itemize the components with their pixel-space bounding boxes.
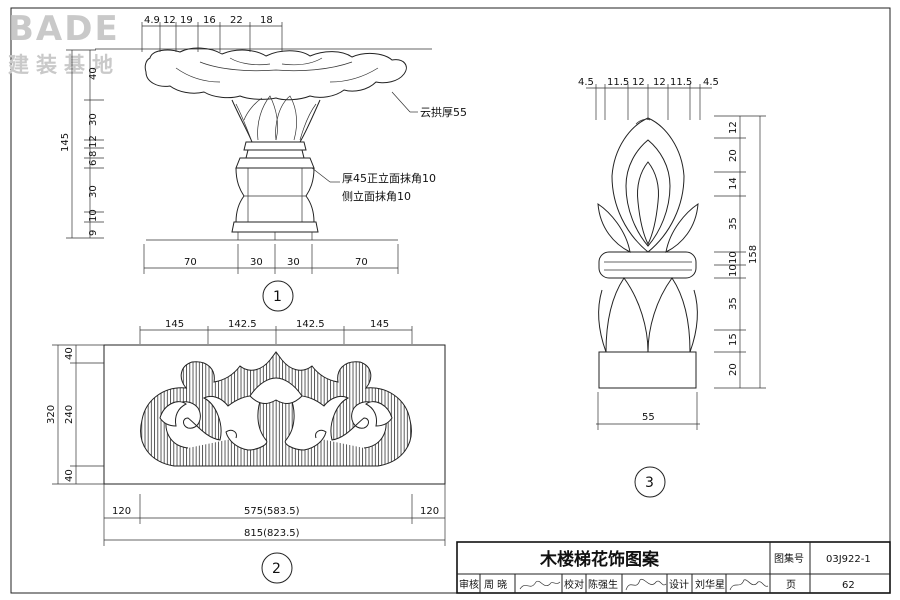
review-signature xyxy=(519,580,561,590)
dim-text: 145 xyxy=(370,319,389,330)
dim-text: 145 xyxy=(60,133,71,152)
dim-text: 35 xyxy=(728,297,739,310)
sheet-border xyxy=(10,7,891,594)
dim-text: 16 xyxy=(203,15,216,26)
page-label: 页 xyxy=(786,579,796,591)
dim-text: 40 xyxy=(64,469,75,482)
dim-text: 35 xyxy=(728,217,739,230)
check-label: 校对 xyxy=(564,578,584,591)
dim-text: 20 xyxy=(728,149,739,162)
watermark-brand: BADE xyxy=(8,9,120,49)
detail-3-marker: 3 xyxy=(645,475,654,491)
dim-text: 12 xyxy=(632,77,645,88)
detail-1-marker: 1 xyxy=(273,289,282,305)
dim-text: 18 xyxy=(260,15,273,26)
dim-text: 55 xyxy=(642,412,655,423)
detail-1-baluster-top: 4.9 12 19 16 22 18 40 145 30 12 8 6 30 1… xyxy=(60,15,467,312)
dim-text: 12 xyxy=(88,135,99,148)
dim-text: 120 xyxy=(112,506,131,517)
dim-text: 40 xyxy=(64,347,75,360)
watermark-logo: BADE 建装基地 xyxy=(8,9,120,77)
dim-text: 575(583.5) xyxy=(244,506,300,517)
dim-text: 30 xyxy=(250,257,263,268)
dim-text: 19 xyxy=(180,15,193,26)
design-name: 刘华星 xyxy=(695,578,725,591)
dim-text: 9 xyxy=(88,230,99,236)
dim-text: 8 xyxy=(88,151,99,157)
dim-text: 11.5 xyxy=(670,77,692,88)
dim-text: 240 xyxy=(64,405,75,424)
dim-text: 10 xyxy=(88,209,99,222)
dim-text: 4.5 xyxy=(703,77,719,88)
dim-text: 4.5 xyxy=(578,77,594,88)
dim-text: 142.5 xyxy=(228,319,257,330)
watermark-subtitle: 建装基地 xyxy=(8,53,120,77)
note-cloud-thickness: 云拱厚55 xyxy=(420,105,467,119)
detail-2-marker: 2 xyxy=(272,561,281,577)
dim-text: 815(823.5) xyxy=(244,528,300,539)
dim-text: 14 xyxy=(728,177,739,190)
dim-text: 30 xyxy=(287,257,300,268)
dim-text: 145 xyxy=(165,319,184,330)
dim-text: 4.9 xyxy=(144,15,160,26)
atlas-label: 图集号 xyxy=(774,552,804,565)
check-name: 陈强生 xyxy=(588,578,618,591)
dim-text: 15 xyxy=(728,333,739,346)
dim-text: 20 xyxy=(728,363,739,376)
detail-3-finial: 4.5 11.5 12 12 11.5 4.5 12 20 14 35 10 1… xyxy=(578,77,766,498)
drawing-title: 木楼梯花饰图案 xyxy=(539,549,660,570)
note-side-chamfer: 侧立面抹角10 xyxy=(342,189,411,203)
check-signature xyxy=(625,578,667,591)
review-label: 审核 xyxy=(459,578,479,591)
dim-text: 10 xyxy=(728,251,739,264)
atlas-number: 03J922-1 xyxy=(826,554,871,565)
dim-text: 6 xyxy=(88,160,99,166)
design-signature xyxy=(729,579,769,591)
title-block: 木楼梯花饰图案 图集号 03J922-1 审核 周 晓 校对 陈强生 设计 刘华… xyxy=(456,541,891,594)
dim-text: 40 xyxy=(88,67,99,80)
page-number: 62 xyxy=(842,580,855,591)
dim-text: 12 xyxy=(728,121,739,134)
dim-text: 30 xyxy=(88,113,99,126)
dim-text: 120 xyxy=(420,506,439,517)
dim-text: 11.5 xyxy=(607,77,629,88)
dim-text: 12 xyxy=(653,77,666,88)
dim-text: 158 xyxy=(748,245,759,264)
design-label: 设计 xyxy=(669,578,689,591)
dim-text: 12 xyxy=(163,15,176,26)
dim-text: 22 xyxy=(230,15,243,26)
dim-text: 10 xyxy=(728,264,739,277)
detail-2-panel: 145 142.5 142.5 145 320 40 240 40 120 57… xyxy=(46,319,446,584)
note-thickness-chamfer: 厚45正立面抹角10 xyxy=(342,171,436,185)
dim-text: 70 xyxy=(184,257,197,268)
dim-text: 320 xyxy=(46,405,57,424)
dim-text: 142.5 xyxy=(296,319,325,330)
review-name: 周 晓 xyxy=(484,579,507,591)
dim-text: 70 xyxy=(355,257,368,268)
dim-text: 30 xyxy=(88,185,99,198)
